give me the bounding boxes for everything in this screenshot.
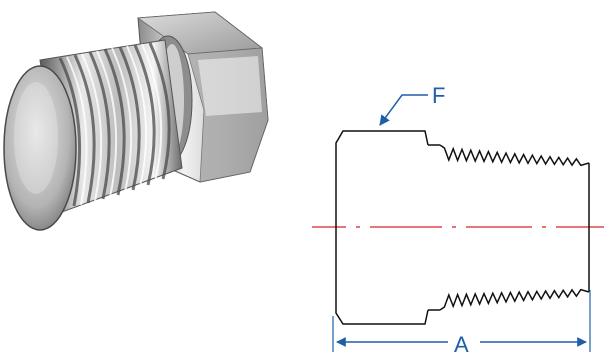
a-label: A (454, 332, 469, 354)
plug-end-face (3, 65, 77, 231)
upper-thread (439, 144, 590, 167)
plug-photo (3, 11, 269, 231)
a-extension-lines (332, 290, 591, 352)
technical-drawing: F A (312, 83, 604, 354)
hex-outline (335, 130, 429, 325)
plug-profile (335, 130, 590, 325)
f-leader (379, 94, 428, 126)
lower-thread (439, 288, 590, 311)
f-label: F (432, 83, 445, 108)
